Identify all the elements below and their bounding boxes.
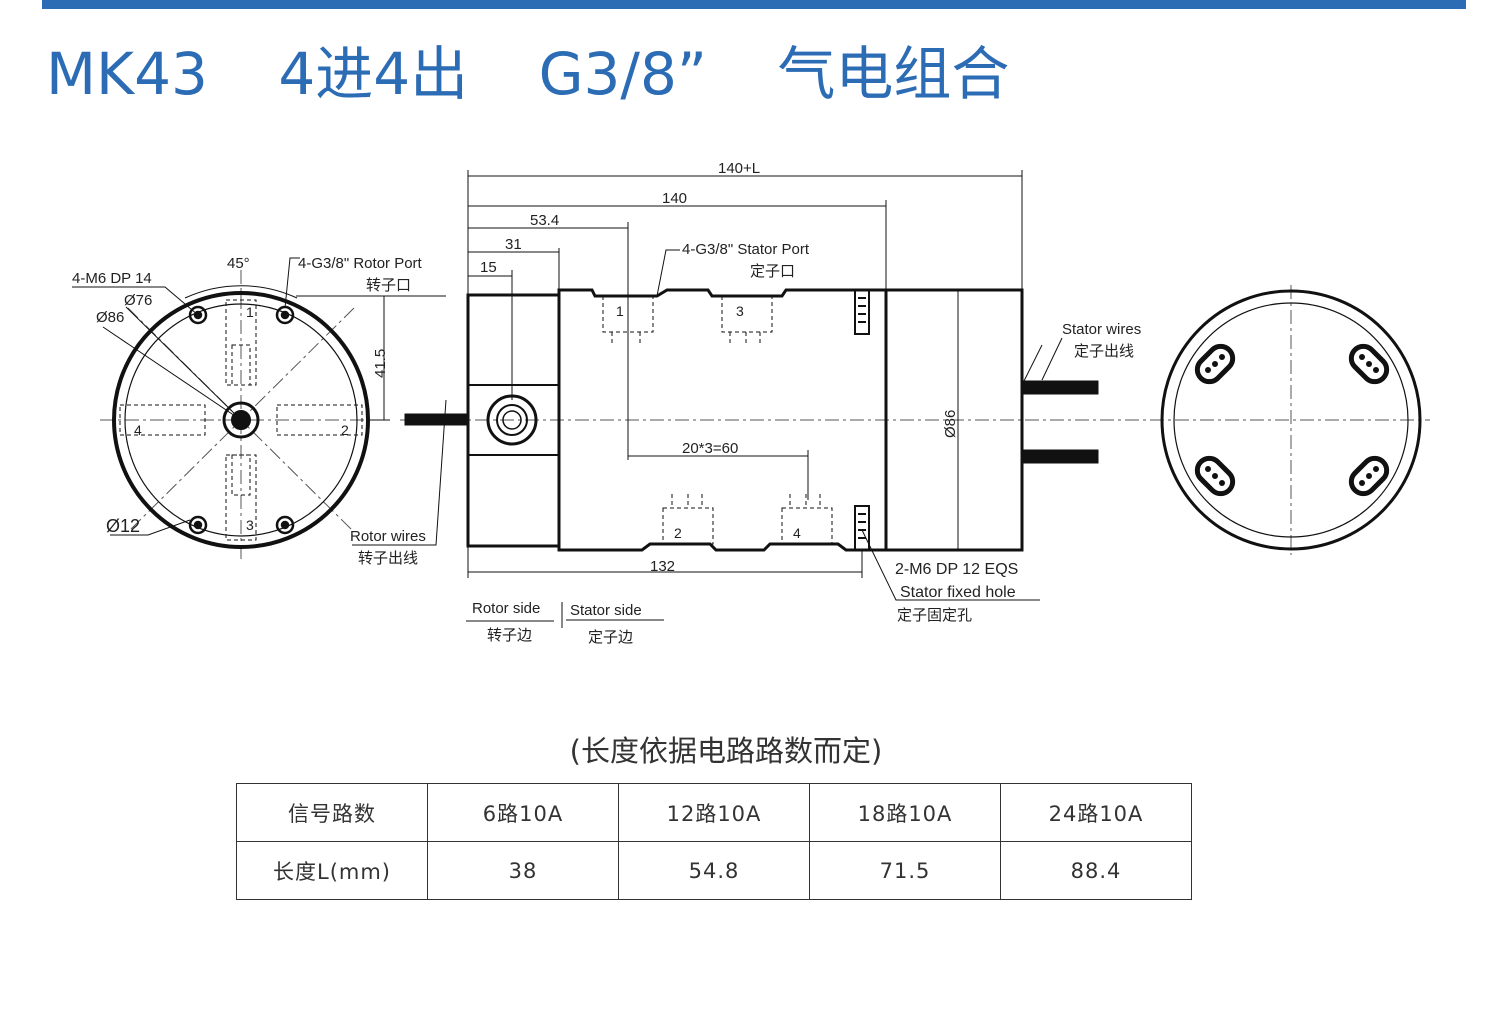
table-cell: 38 — [427, 841, 619, 900]
angle-arc — [184, 285, 298, 299]
rear-slot-dots — [1205, 354, 1379, 486]
stator-wires-zh: 定子出线 — [1074, 342, 1134, 360]
front-outer-circle — [112, 291, 370, 549]
page-title: MK43 4进4出 G3/8” 气电组合 — [46, 38, 1009, 110]
stator-port-spec: 4-G3/8" Stator Port — [682, 241, 810, 258]
table-row: 长度L(mm) 38 54.8 71.5 88.4 — [236, 841, 1192, 900]
table-cell: 71.5 — [809, 841, 1001, 900]
dim-132: 132 — [650, 558, 675, 575]
stator-wires-label: Stator wires — [1062, 321, 1141, 338]
table-row-header: 信号路数 — [236, 783, 428, 842]
rotor-side-zh: 转子边 — [487, 626, 532, 644]
front-height-label: 41.5 — [372, 349, 389, 378]
dim-140: 140 — [662, 190, 687, 207]
table-row-header: 长度L(mm) — [236, 841, 428, 900]
spec-table: 信号路数 6路10A 12路10A 18路10A 24路10A 长度L(mm) … — [236, 783, 1192, 900]
dim-dia: Ø86 — [942, 410, 959, 438]
table-row: 信号路数 6路10A 12路10A 18路10A 24路10A — [236, 783, 1192, 842]
rotor-port-spec: 4-G3/8" Rotor Port — [298, 255, 423, 272]
stator-port-zh: 定子口 — [750, 262, 795, 280]
front-port-1: 1 — [246, 304, 254, 320]
dim-pitch: 20*3=60 — [682, 440, 738, 457]
front-angle-label: 45° — [227, 255, 250, 272]
front-dia-76: Ø76 — [124, 292, 152, 309]
front-hidden-ports — [119, 299, 363, 541]
stator-port-1: 1 — [616, 303, 624, 319]
front-port-3: 3 — [246, 517, 254, 533]
side-dimension-lines — [466, 170, 1063, 628]
front-port-2: 2 — [341, 422, 349, 438]
stator-wire-top — [1021, 380, 1099, 395]
table-cell: 88.4 — [1000, 841, 1192, 900]
technical-drawing: 4-M6 DP 14 45° 4-G3/8" Rotor Port 转子口 Ø7… — [72, 160, 1430, 646]
title-type: 气电组合 — [777, 40, 1010, 108]
fixed-hole-label: Stator fixed hole — [900, 584, 1016, 601]
rear-outer-circle — [1160, 289, 1422, 551]
table-caption: (长度依据电路路数而定) — [569, 734, 883, 768]
stator-port-4: 4 — [793, 525, 801, 541]
rotor-side-label: Rotor side — [472, 600, 540, 617]
rotor-port-zh: 转子口 — [366, 276, 411, 294]
front-dia-86: Ø86 — [96, 309, 124, 326]
table-cell: 24路10A — [1000, 783, 1192, 842]
front-port-4: 4 — [134, 422, 142, 438]
table-cell: 18路10A — [809, 783, 1001, 842]
front-leaders — [72, 257, 447, 546]
title-ports: 4进4出 — [278, 40, 469, 108]
rear-wire-slots — [1194, 343, 1390, 497]
dim-53-4: 53.4 — [530, 212, 559, 229]
front-hub-outer — [222, 401, 260, 439]
table-cell: 54.8 — [618, 841, 810, 900]
dim-total: 140+L — [718, 160, 760, 177]
rear-centerlines — [1150, 285, 1430, 555]
title-model: MK43 — [46, 40, 208, 108]
stator-side-label: Stator side — [570, 602, 642, 619]
stator-side-zh: 定子边 — [588, 628, 633, 646]
title-thread: G3/8” — [538, 40, 707, 108]
rear-inner-circle — [1173, 302, 1409, 538]
fixed-hole-spec: 2-M6 DP 12 EQS — [895, 561, 1018, 578]
front-mount-holes-label: 4-M6 DP 14 — [72, 270, 152, 287]
stator-port-3: 3 — [736, 303, 744, 319]
side-view: 140+L 140 53.4 31 15 20*3=60 132 Ø86 4-G… — [400, 160, 1160, 646]
rotor-wires-label: Rotor wires — [350, 528, 426, 545]
stator-port-2: 2 — [674, 525, 682, 541]
fixed-hole-zh: 定子固定孔 — [897, 606, 972, 624]
rear-view — [1150, 285, 1430, 555]
rotor-wires-zh: 转子出线 — [358, 549, 418, 567]
front-inner-circle — [124, 303, 358, 537]
table-cell: 6路10A — [427, 783, 619, 842]
front-dia-12: Ø12 — [106, 516, 140, 536]
dim-31: 31 — [505, 236, 522, 253]
stator-wire-bottom — [1021, 449, 1099, 464]
dim-15: 15 — [480, 259, 497, 276]
top-accent-bar — [42, 0, 1466, 9]
table-cell: 12路10A — [618, 783, 810, 842]
front-view: 4-M6 DP 14 45° 4-G3/8" Rotor Port 转子口 Ø7… — [72, 255, 447, 567]
rotor-wire-stub — [404, 413, 470, 426]
